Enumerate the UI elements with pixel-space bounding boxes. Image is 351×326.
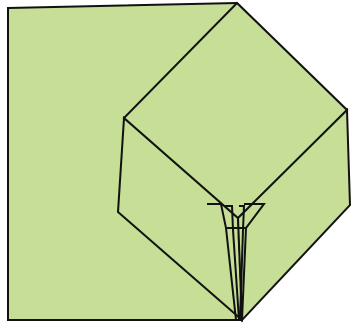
origami-diagram: [0, 0, 351, 326]
